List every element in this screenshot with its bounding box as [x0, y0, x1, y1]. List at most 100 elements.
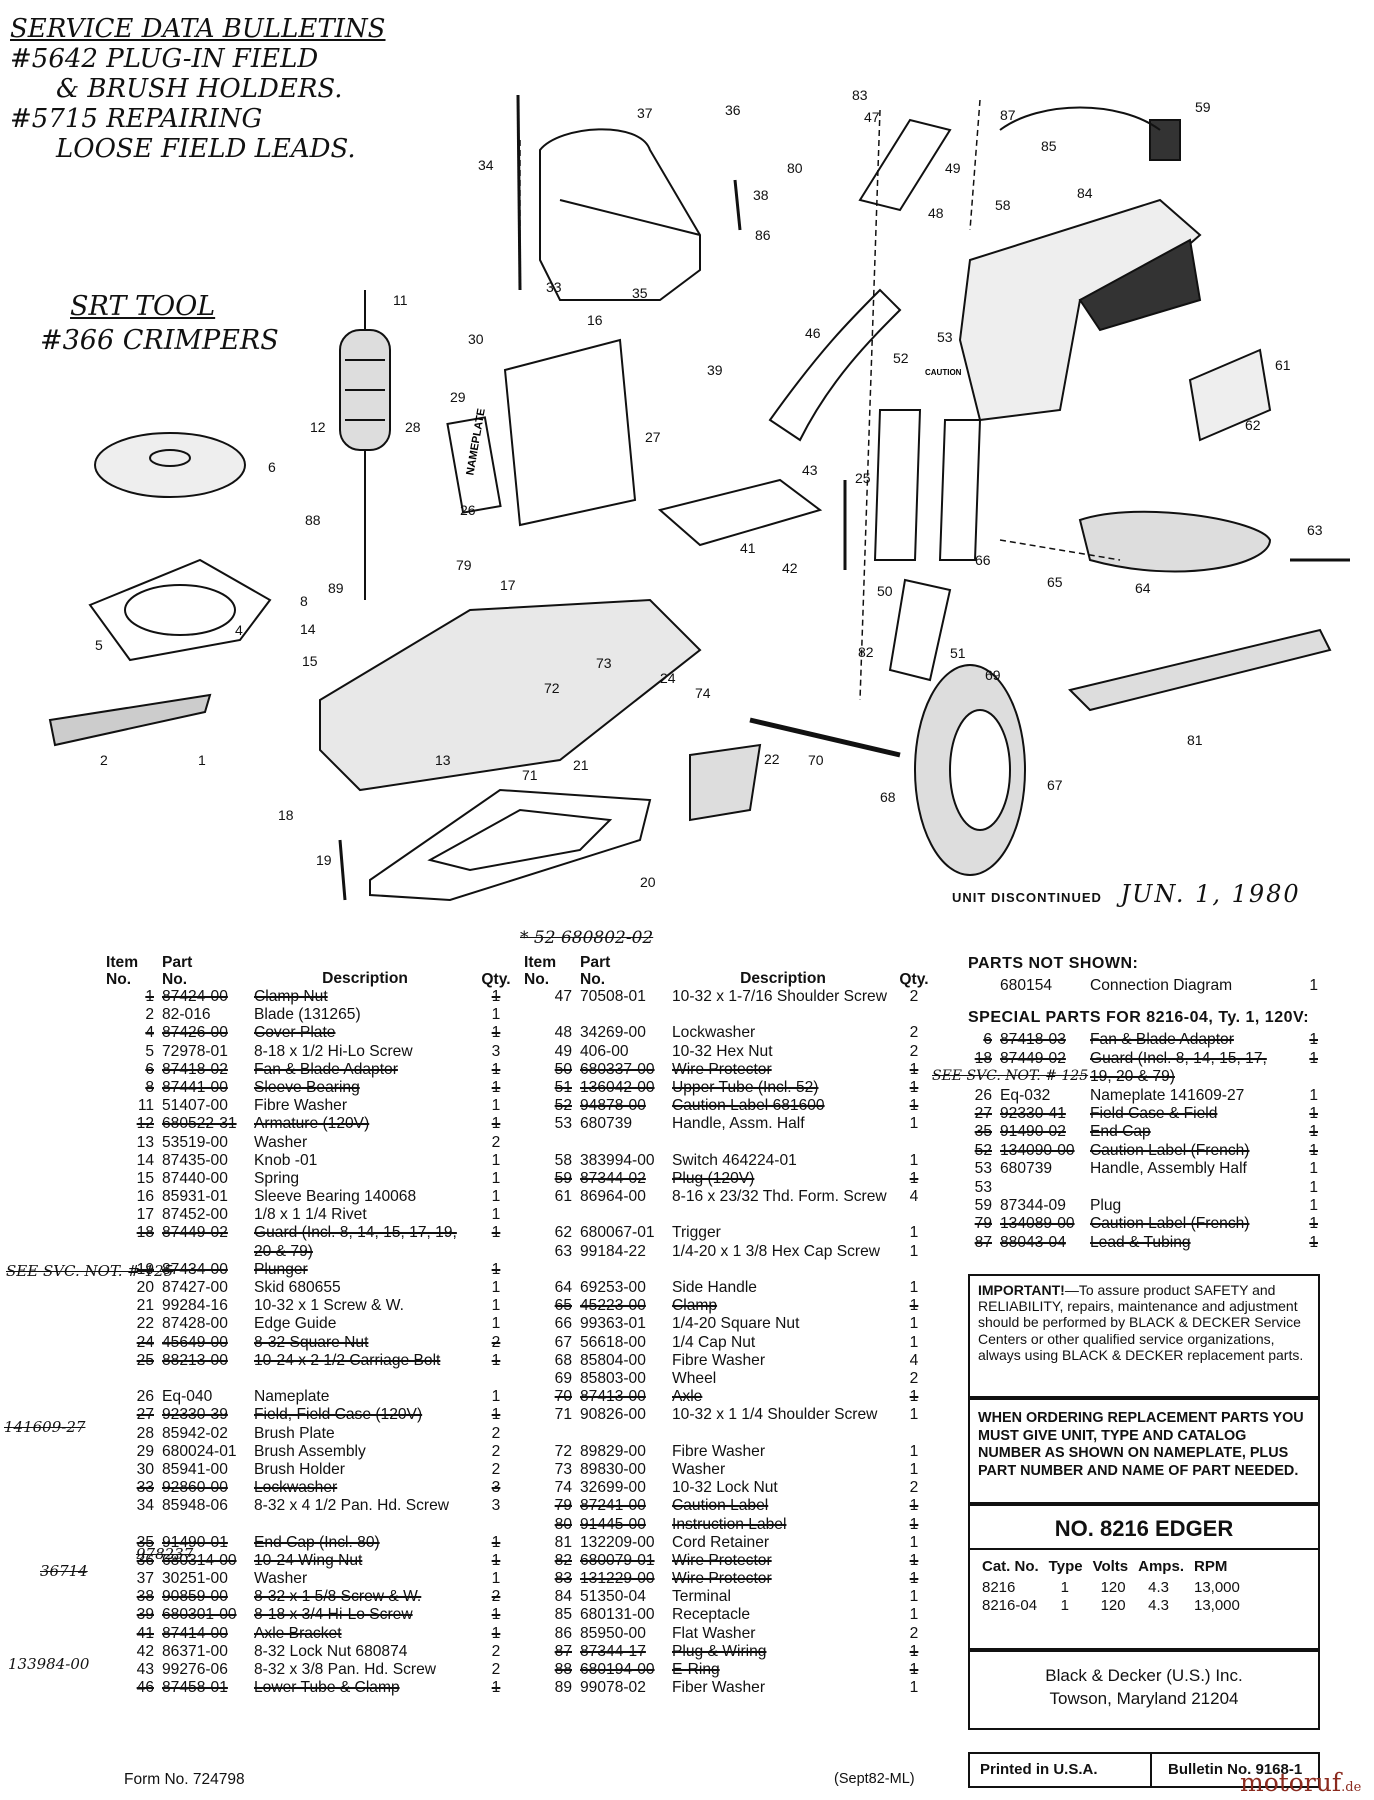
part-description: E-Ring [672, 1661, 720, 1679]
item-number: 71 [554, 1406, 572, 1424]
part-description: Fibre Washer [672, 1442, 766, 1460]
part-description: 10-32 x 1 1/4 Shoulder Screw [672, 1406, 878, 1424]
part-description: Handle, Assembly Half [1090, 1160, 1247, 1178]
item-number: 59 [974, 1196, 992, 1214]
part-description: 10-24 Wing Nut [254, 1551, 363, 1569]
part-description: Fiber Washer [672, 1679, 766, 1697]
part-number: 87344-17 [580, 1642, 646, 1660]
spec-header: Type [1048, 1558, 1083, 1575]
edge-guide-shape [689, 743, 762, 822]
callout-82: 82 [858, 644, 874, 660]
tool-line: SRT TOOL [70, 291, 216, 322]
part-description: Cover Plate [254, 1024, 336, 1042]
part-number: 87344-02 [580, 1169, 646, 1187]
part-quantity: 1 [1309, 1123, 1318, 1141]
spec-cell: 8216-04 [982, 1597, 1038, 1614]
discontinued-date: JUN. 1, 1980 [1120, 880, 1301, 908]
callout-42: 42 [782, 560, 798, 576]
part-quantity: 2 [491, 1588, 501, 1606]
part-number: 88213-00 [162, 1351, 228, 1369]
part-description: Brush Holder [254, 1460, 346, 1478]
part-quantity: 1 [1309, 1233, 1318, 1251]
callout-5: 5 [95, 637, 103, 653]
part-number: 87426-00 [162, 1024, 228, 1042]
part-description: Wire Protector [672, 1551, 772, 1569]
part-quantity: 2 [491, 1133, 501, 1151]
hdr-part: Part [162, 954, 193, 971]
callout-1: 1 [198, 752, 206, 768]
item-number: 1 [145, 988, 154, 1005]
hdr-no: No. [106, 971, 132, 988]
part-quantity: 1 [1309, 1049, 1318, 1067]
part-quantity: 1 [491, 1315, 501, 1333]
part-number: 89830-00 [580, 1460, 646, 1478]
item-number: 42 [136, 1642, 154, 1660]
part-description: Brush Assembly [254, 1442, 366, 1460]
part-description: Blade (131265) [254, 1006, 361, 1024]
part-quantity: 1 [909, 1533, 919, 1551]
callout-2: 2 [100, 752, 108, 768]
part-description: Caution Label (French) [1090, 1215, 1250, 1233]
model-box: NO. 8216 EDGER Cat. No. Type Volts Amps.… [968, 1504, 1320, 1650]
part-quantity: 2 [491, 1442, 501, 1460]
item-number: 64 [554, 1279, 572, 1297]
caution-text: CAUTION [925, 368, 962, 377]
model-title: NO. 8216 EDGER [970, 1506, 1318, 1550]
part-number: 92330-39 [162, 1406, 228, 1424]
callout-49: 49 [945, 160, 961, 176]
spec-cell: 4.3 [1148, 1579, 1169, 1596]
item-number: 37 [136, 1570, 154, 1588]
part-number: 91490-02 [1000, 1123, 1066, 1141]
hdr-qty: Qty. [899, 971, 929, 988]
part-description: Caution Label (French) [1090, 1141, 1250, 1159]
item-number: 87 [554, 1642, 572, 1660]
item-number: 88 [554, 1661, 572, 1679]
part-number: 136042-00 [580, 1078, 655, 1096]
item-number: 19 [136, 1260, 154, 1278]
callout-87: 87 [1000, 107, 1016, 123]
important-notice: IMPORTANT!—To assure product SAFETY and … [968, 1274, 1320, 1398]
item-number: 49 [554, 1042, 572, 1060]
part-description: Flat Washer [672, 1624, 756, 1642]
callout-79: 79 [456, 557, 472, 573]
item-number: 41 [136, 1624, 154, 1642]
part-number: 82-016 [162, 1006, 211, 1024]
part-quantity: 1 [1309, 1141, 1318, 1159]
part-number: 680739 [580, 1115, 633, 1133]
part-quantity: 1 [909, 1642, 919, 1660]
part-number: 680314-00 [162, 1551, 237, 1569]
part-description: Field, Field Case (120V) [254, 1406, 423, 1424]
part-quantity: 1 [491, 1624, 501, 1642]
part-description: 8-18 x 3/4 Hi-Lo Screw [254, 1606, 413, 1624]
part-quantity: 2 [909, 1370, 919, 1387]
part-number: 87413-00 [580, 1388, 646, 1406]
callout-34: 34 [478, 157, 494, 173]
part-quantity: 1 [909, 1442, 919, 1460]
callout-66: 66 [975, 552, 991, 568]
item-number: 2 [145, 1006, 154, 1024]
callout-41: 41 [740, 540, 756, 556]
part-quantity: 1 [491, 1169, 501, 1187]
spec-row: 8216 1 120 4.3 13,000 [982, 1579, 1250, 1597]
item-number: 58 [554, 1151, 572, 1169]
part-number: 85950-00 [580, 1624, 646, 1642]
item-number: 47 [554, 988, 572, 1005]
